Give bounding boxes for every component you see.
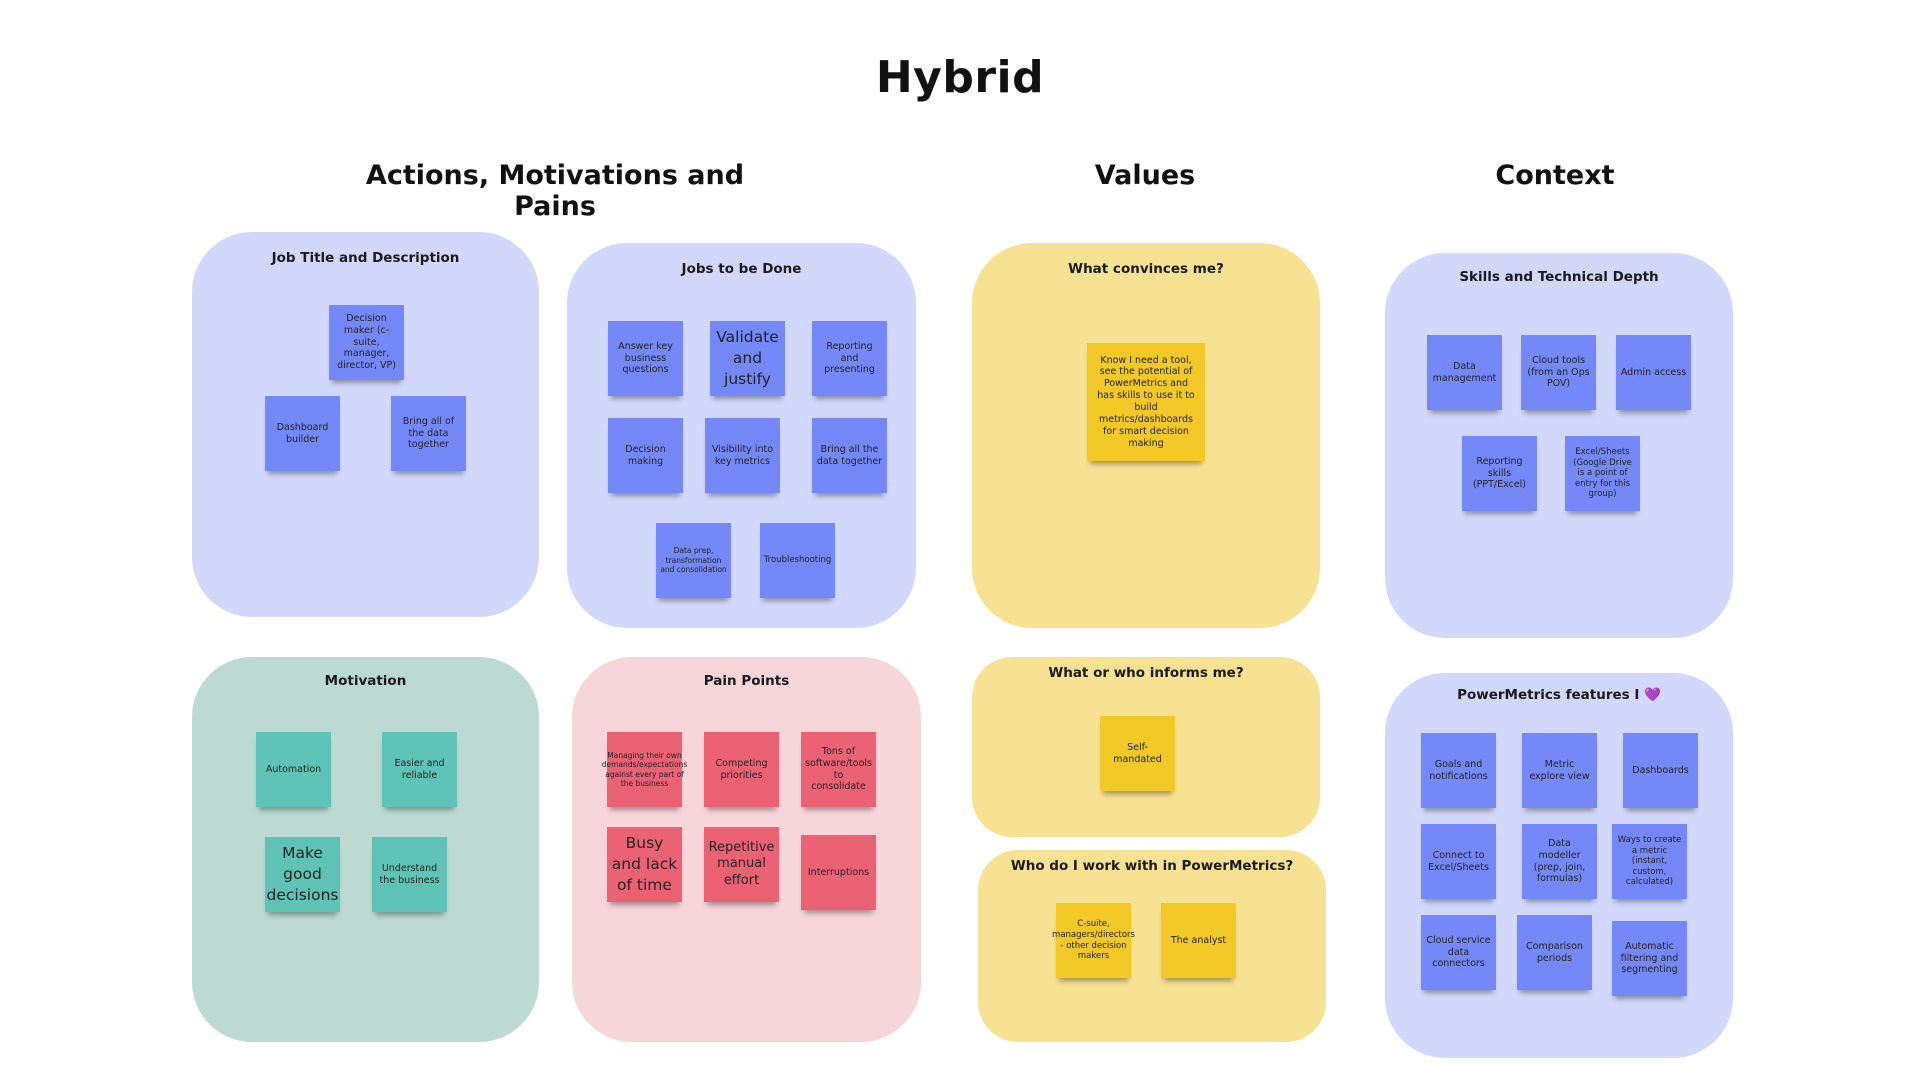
sticky-note[interactable]: Bring all the data together — [812, 418, 887, 493]
sticky-note[interactable]: Connect to Excel/Sheets — [1421, 824, 1496, 899]
sticky-note[interactable]: Competing priorities — [704, 732, 779, 807]
sticky-note[interactable]: Understand the business — [372, 837, 447, 912]
sticky-note[interactable]: Decision maker (c-suite, manager, direct… — [329, 305, 404, 380]
section-title-actions: Actions, Motivations and Pains — [365, 160, 745, 222]
sticky-note[interactable]: Automatic filtering and segmenting — [1612, 921, 1687, 996]
sticky-note[interactable]: Admin access — [1616, 335, 1691, 410]
panel-title: Pain Points — [703, 673, 790, 689]
sticky-note[interactable]: Cloud tools (from an Ops POV) — [1521, 335, 1596, 410]
features-title-text: PowerMetrics features I — [1457, 687, 1640, 703]
sticky-note[interactable]: Reporting skills (PPT/Excel) — [1462, 436, 1537, 511]
board-title: Hybrid — [875, 52, 1045, 103]
sticky-note[interactable]: Data management — [1427, 335, 1502, 410]
sticky-note[interactable]: Make good decisions — [265, 837, 340, 912]
sticky-note[interactable]: Visibility into key metrics — [705, 418, 780, 493]
sticky-note[interactable]: The analyst — [1161, 903, 1236, 978]
panel-title: Who do I work with in PowerMetrics? — [1010, 858, 1294, 874]
sticky-note[interactable]: Ways to create a metric (instant, custom… — [1612, 824, 1687, 899]
sticky-note[interactable]: Interruptions — [801, 835, 876, 910]
panel-pain-points[interactable]: Pain Points Managing their own demands/e… — [572, 657, 921, 1042]
sticky-note[interactable]: Tons of software/tools to consolidate — [801, 732, 876, 807]
sticky-note[interactable]: Decision making — [608, 418, 683, 493]
panel-title: Job Title and Description — [271, 250, 460, 266]
sticky-note[interactable]: Excel/Sheets (Google Drive is a point of… — [1565, 436, 1640, 511]
purple-heart-icon: 💜 — [1644, 687, 1661, 703]
panel-title: Skills and Technical Depth — [1459, 269, 1659, 285]
panel-title: What or who informs me? — [1048, 665, 1244, 681]
sticky-note[interactable]: Answer key business questions — [608, 321, 683, 396]
panel-who-i-work-with[interactable]: Who do I work with in PowerMetrics? C-su… — [978, 850, 1326, 1042]
sticky-note[interactable]: Managing their own demands/expectations … — [602, 732, 687, 807]
sticky-note[interactable]: Data prep, transformation and consolidat… — [656, 523, 731, 598]
panel-title: What convinces me? — [1068, 261, 1224, 277]
sticky-note[interactable]: Validate and justify — [710, 321, 785, 396]
sticky-note[interactable]: Automation — [256, 732, 331, 807]
sticky-note[interactable]: Busy and lack of time — [607, 827, 682, 902]
panel-what-convinces-me[interactable]: What convinces me? Know I need a tool, s… — [972, 243, 1320, 628]
panel-what-informs-me[interactable]: What or who informs me? Self-mandated — [972, 657, 1320, 837]
panel-title: PowerMetrics features I 💜 — [1385, 687, 1733, 703]
sticky-note[interactable]: Goals and notifications — [1421, 733, 1496, 808]
sticky-note[interactable]: Comparison periods — [1517, 915, 1592, 990]
panel-powermetrics-features[interactable]: PowerMetrics features I 💜 Goals and noti… — [1385, 673, 1733, 1058]
sticky-note[interactable]: Dashboards — [1623, 733, 1698, 808]
panel-title: Jobs to be Done — [681, 261, 802, 277]
sticky-note[interactable]: Easier and reliable — [382, 732, 457, 807]
sticky-note[interactable]: Troubleshooting — [760, 523, 835, 598]
sticky-note[interactable]: Metric explore view — [1522, 733, 1597, 808]
sticky-note[interactable]: Repetitive manual effort — [704, 827, 779, 902]
sticky-note[interactable]: Know I need a tool, see the potential of… — [1087, 343, 1205, 461]
panel-skills-technical-depth[interactable]: Skills and Technical Depth Data manageme… — [1385, 253, 1733, 638]
sticky-note[interactable]: Cloud service data connectors — [1421, 915, 1496, 990]
sticky-note[interactable]: Data modeller (prep, join, formulas) — [1522, 824, 1597, 899]
panel-title: Motivation — [324, 673, 407, 689]
sticky-note[interactable]: Bring all of the data together — [391, 396, 466, 471]
sticky-note[interactable]: Dashboard builder — [265, 396, 340, 471]
sticky-note[interactable]: Self-mandated — [1100, 716, 1175, 791]
section-title-values: Values — [1094, 160, 1196, 191]
panel-job-title[interactable]: Job Title and Description Decision maker… — [192, 232, 539, 617]
section-title-context: Context — [1495, 160, 1615, 191]
sticky-note[interactable]: C-suite, managers/directors - other deci… — [1052, 903, 1135, 978]
panel-motivation[interactable]: Motivation Automation Easier and reliabl… — [192, 657, 539, 1042]
panel-jobs-to-be-done[interactable]: Jobs to be Done Answer key business ques… — [567, 243, 916, 628]
sticky-note[interactable]: Reporting and presenting — [812, 321, 887, 396]
